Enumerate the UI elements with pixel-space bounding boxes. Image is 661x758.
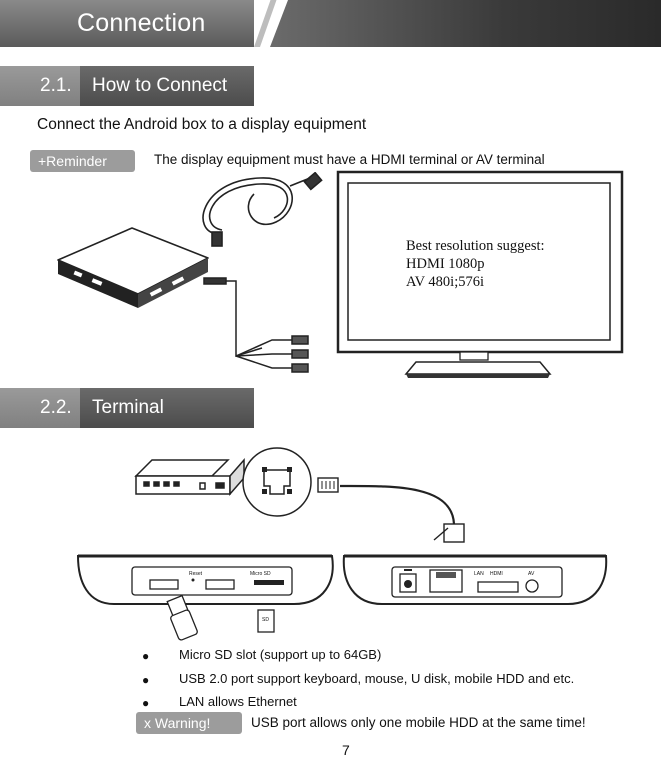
left-side-panel [76, 554, 334, 605]
page-number: 7 [342, 742, 350, 758]
av-cable-illustration [203, 277, 309, 373]
tv-screen-line: Best resolution suggest: [406, 238, 545, 254]
ethernet-cable-illustration [339, 484, 456, 525]
bullet-usb: USB 2.0 port support keyboard, mouse, U … [179, 671, 575, 686]
section-title-terminal: Terminal [80, 388, 254, 428]
tv-screen-line: HDMI 1080p [406, 256, 485, 272]
warning-badge: x Warning! [136, 712, 242, 734]
port-label-hdmi: HDMI [490, 571, 503, 577]
port-label-reset: Reset [189, 571, 203, 577]
android-box-illustration [57, 227, 209, 308]
reminder-badge: +Reminder [30, 150, 135, 172]
tv-screen-line: AV 480i;576i [406, 274, 485, 290]
sd-card-label: SD [262, 617, 269, 623]
tv-illustration [336, 170, 624, 378]
page-title: Connection [77, 9, 206, 37]
reminder-text: The display equipment must have a HDMI t… [154, 152, 545, 167]
bullet-marker: ● [142, 649, 150, 663]
section1-subtitle: Connect the Android box to a display equ… [37, 116, 367, 133]
port-label-lan: LAN [474, 571, 484, 577]
port-label-av: AV [528, 571, 535, 577]
sd-card-illustration [257, 609, 275, 633]
bullet-lan: LAN allows Ethernet [179, 694, 297, 709]
bullet-marker: ● [142, 673, 150, 687]
router-network-illustration [134, 447, 465, 543]
section-title-how-to-connect: How to Connect [80, 66, 254, 106]
port-label-micro-sd: Micro SD [250, 571, 271, 577]
warning-text: USB port allows only one mobile HDD at t… [251, 715, 586, 730]
section-number-2-2: 2.2. [0, 388, 80, 428]
header-banner-right [270, 0, 661, 47]
tv-screen-text: Best resolution suggest: HDMI 1080p AV 4… [406, 237, 545, 291]
usb-stick-illustration [166, 594, 198, 641]
right-side-panel [342, 554, 608, 605]
box-port-panels-illustration [76, 554, 608, 641]
hdmi-cable-illustration [202, 172, 323, 247]
section-number-2-1: 2.1. [0, 66, 80, 106]
bullet-micro-sd: Micro SD slot (support up to 64GB) [179, 647, 382, 662]
header-banner-left [0, 0, 254, 47]
cable-connection-illustration [57, 172, 323, 373]
router-illustration [134, 458, 245, 496]
bullet-marker: ● [142, 696, 150, 710]
